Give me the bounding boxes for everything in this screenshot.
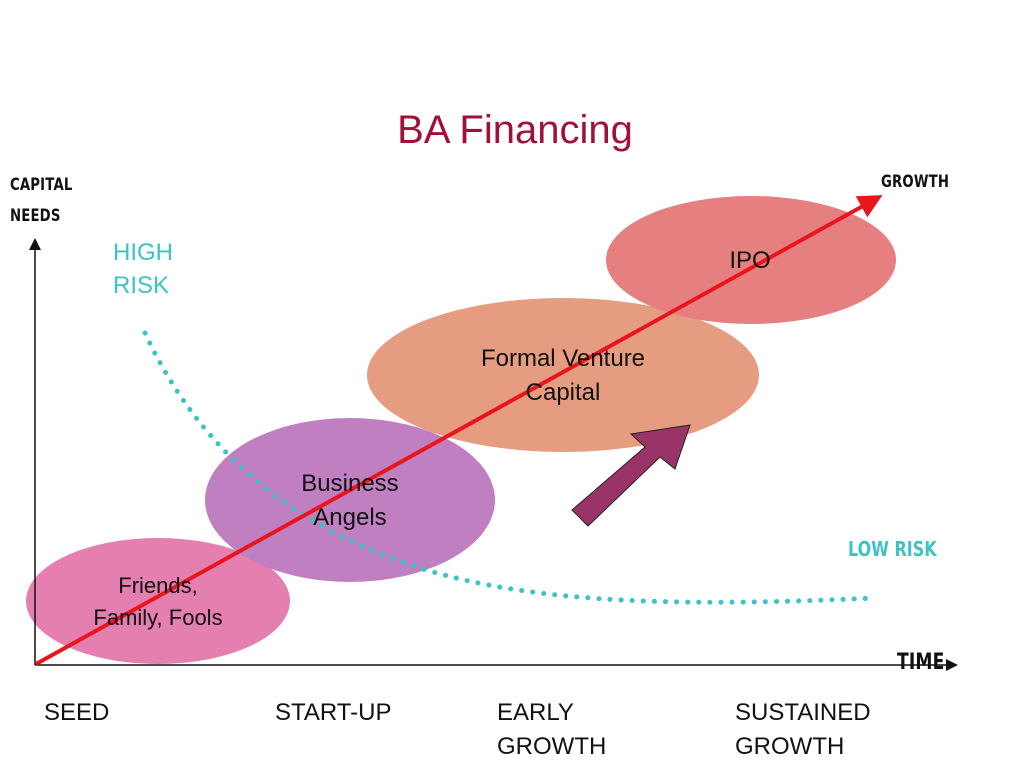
ipo-label: IPO	[729, 247, 771, 274]
fff-label: Friends, Family, Fools	[58, 570, 258, 634]
high-risk-label: HIGH RISK	[113, 236, 173, 302]
stage-sustained-growth: SUSTAINED GROWTH	[735, 696, 871, 764]
business-angels-line2: Angels	[313, 504, 387, 531]
stage-startup: START-UP	[275, 699, 392, 726]
risk-curve	[142, 330, 878, 605]
stage-sustained-growth-line1: SUSTAINED	[735, 699, 871, 726]
fff-label-line1: Friends,	[118, 573, 198, 598]
growth-arrow	[35, 195, 883, 666]
page-title: BA Financing	[397, 108, 633, 152]
growth-label: GROWTH	[881, 172, 950, 192]
y-axis-label: CAPITAL NEEDS	[10, 170, 72, 232]
y-axis-label-line2: NEEDS	[10, 206, 61, 226]
venture-capital-label: Formal Venture Capital	[433, 342, 693, 410]
stage-early-growth-line2: GROWTH	[497, 733, 607, 760]
venture-capital-line2: Capital	[525, 379, 601, 406]
ellipse-venture-capital	[367, 298, 759, 452]
high-risk-line2: RISK	[113, 272, 170, 299]
x-axis-label: TIME	[897, 650, 945, 675]
block-arrow	[571, 424, 691, 527]
venture-capital-line1: Formal Venture	[480, 345, 646, 372]
stage-seed: SEED	[44, 699, 110, 726]
stage-early-growth: EARLY GROWTH	[497, 696, 606, 764]
ellipse-business-angels	[205, 418, 495, 582]
business-angels-label: Business Angels	[250, 467, 450, 535]
high-risk-line1: HIGH	[113, 239, 173, 266]
stage-early-growth-line1: EARLY	[497, 699, 574, 726]
fff-label-line2: Family, Fools	[93, 605, 223, 630]
y-axis-label-line1: CAPITAL	[10, 175, 73, 195]
business-angels-line1: Business	[301, 470, 399, 497]
stage-sustained-growth-line2: GROWTH	[735, 733, 845, 760]
low-risk-label: LOW RISK	[848, 537, 937, 561]
